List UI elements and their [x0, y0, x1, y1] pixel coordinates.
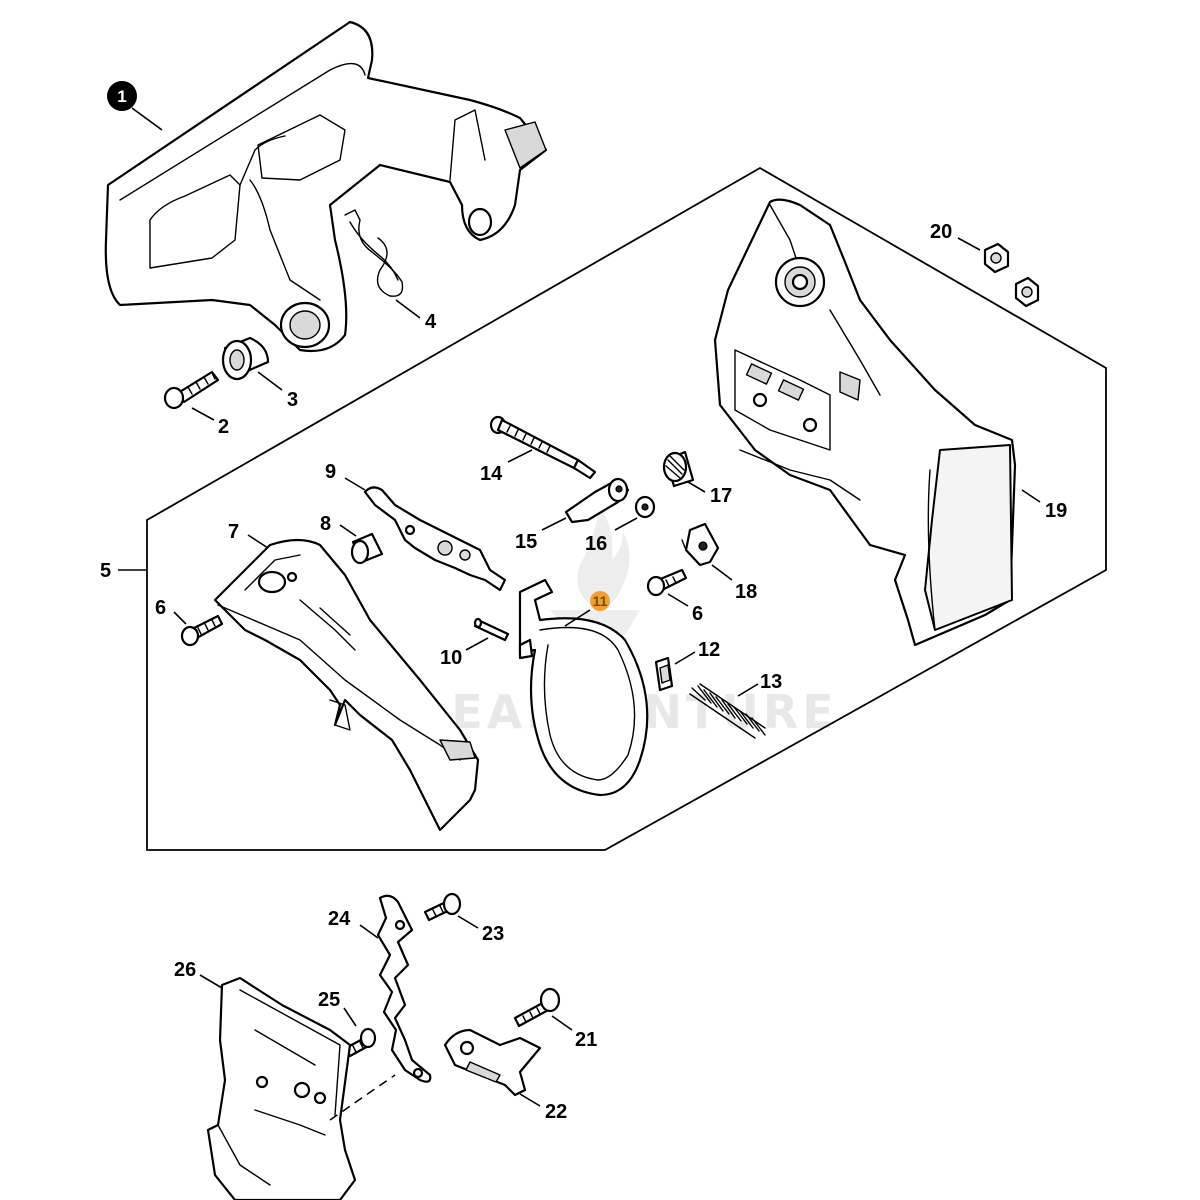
part-3-bushing[interactable] — [221, 336, 270, 381]
part-2-screw[interactable] — [163, 370, 220, 410]
assembly-5-frame — [146, 166, 1107, 851]
callout-6b: 6 — [692, 603, 703, 625]
callout-18: 18 — [735, 581, 757, 603]
callout-21: 21 — [575, 1029, 597, 1051]
leader-19 — [1021, 489, 1041, 503]
part-26-chain-guard-plate[interactable] — [206, 976, 357, 1200]
leader-21 — [551, 1015, 573, 1031]
part-6-screw-right[interactable] — [646, 568, 688, 597]
callout-11: 11 — [593, 593, 608, 609]
part-15-tensioner-slide[interactable] — [564, 477, 630, 524]
part-20-nuts[interactable] — [983, 242, 1040, 308]
leader-10 — [465, 637, 489, 651]
callout-24: 24 — [328, 908, 351, 930]
leader-9 — [344, 477, 366, 491]
callout-4: 4 — [425, 311, 437, 333]
part-24-guide-plate[interactable] — [376, 894, 432, 1083]
leader-16 — [614, 517, 638, 531]
callout-20: 20 — [930, 221, 952, 243]
part-8-sleeve[interactable] — [350, 532, 384, 565]
leader-14 — [507, 449, 533, 463]
callout-25: 25 — [318, 989, 340, 1011]
leader-18 — [711, 564, 733, 581]
leader-6b — [667, 593, 689, 607]
leader-1 — [131, 107, 163, 131]
part-21-screw[interactable] — [513, 987, 561, 1028]
part-10-pin[interactable] — [473, 617, 510, 642]
leader-8 — [339, 524, 357, 537]
callout-7: 7 — [228, 521, 239, 543]
part-18-chain-catcher[interactable] — [681, 522, 720, 567]
leader-15 — [541, 517, 567, 531]
part-11-brake-band[interactable] — [518, 578, 649, 797]
part-17-spur-gear[interactable] — [662, 450, 695, 488]
callout-3: 3 — [287, 389, 298, 411]
leader-24 — [359, 924, 379, 939]
callout-22: 22 — [545, 1101, 567, 1123]
leader-4 — [395, 299, 421, 319]
leader-11 — [564, 609, 591, 627]
leader-17 — [687, 481, 706, 493]
callout-9: 9 — [325, 461, 336, 483]
part-4-spring-clip[interactable] — [344, 209, 404, 297]
callout-11-highlight[interactable] — [590, 591, 610, 611]
callout-23: 23 — [482, 923, 504, 945]
callout-13: 13 — [760, 671, 782, 693]
part-16-gear[interactable] — [634, 495, 656, 519]
callout-1-badge — [107, 81, 137, 111]
callout-10: 10 — [440, 647, 462, 669]
callout-17: 17 — [710, 485, 732, 507]
part-19-sprocket-cover[interactable] — [713, 198, 1017, 647]
part-13-compression-spring[interactable] — [689, 683, 766, 739]
leader-6a — [173, 611, 187, 625]
callout-19: 19 — [1045, 500, 1067, 522]
assembly-dashed-line — [329, 1074, 396, 1121]
callout-5: 5 — [100, 560, 111, 582]
leader-26 — [199, 974, 223, 989]
leader-7 — [247, 534, 269, 549]
leader-23 — [457, 915, 479, 929]
part-1-hand-guard-handle[interactable] — [104, 20, 548, 353]
leader-3 — [257, 371, 283, 391]
leader-22 — [519, 1093, 541, 1107]
callout-12: 12 — [698, 639, 720, 661]
callout-6a: 6 — [155, 597, 166, 619]
callout-8: 8 — [320, 513, 331, 535]
leader-13 — [737, 683, 759, 697]
part-23-screw[interactable] — [423, 892, 462, 922]
callout-14: 14 — [480, 463, 503, 485]
callout-2: 2 — [218, 416, 229, 438]
callout-16: 16 — [585, 533, 607, 555]
part-25-screw[interactable] — [344, 1027, 377, 1058]
part-7-brake-cover[interactable] — [213, 538, 480, 832]
leader-20 — [957, 237, 981, 251]
leader-2 — [191, 407, 215, 421]
part-6-screw-left[interactable] — [180, 614, 224, 647]
leader-25 — [343, 1007, 357, 1027]
part-22-tensioner-knob[interactable] — [443, 1028, 542, 1097]
callout-1: 1 — [117, 87, 126, 106]
part-14-tensioner-bolt[interactable] — [489, 415, 597, 480]
callout-15: 15 — [515, 531, 537, 553]
leader-12 — [674, 651, 696, 665]
part-9-brake-lever[interactable] — [363, 486, 507, 592]
part-12-slider-block[interactable] — [654, 656, 674, 692]
callout-26: 26 — [174, 959, 196, 981]
